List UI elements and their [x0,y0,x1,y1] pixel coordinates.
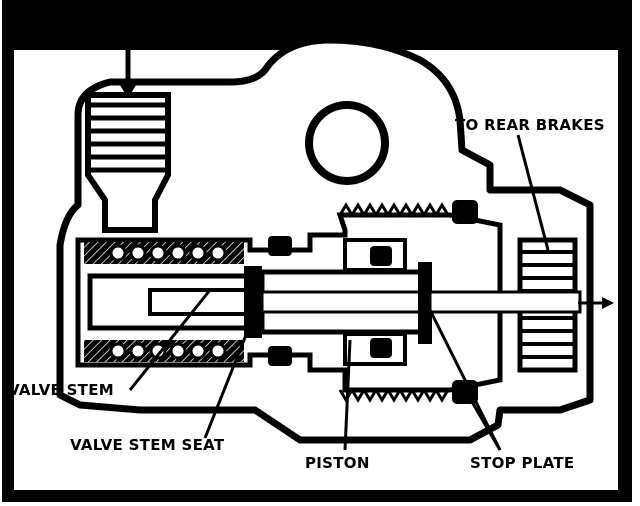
valve-stem [87,273,253,331]
body-threads [338,202,450,403]
label-outlet: TO REAR BRAKES [455,116,605,134]
outlet-fitting [428,237,582,373]
label-stop-plate: STOP PLATE [470,454,574,472]
label-inlet: FROM MASTER CYLINDER REAR OUTLET [12,26,356,44]
valve-stem-seat [244,266,262,338]
label-piston: PISTON [305,454,370,472]
leader-lines [128,134,550,451]
piston [259,238,434,366]
label-valve-stem-seat: VALVE STEM SEAT [70,436,225,454]
valve-spring [84,242,244,362]
mounting-hole [305,101,389,185]
piston-seals [268,200,478,404]
inlet-fitting [85,92,171,233]
label-valve-stem: VALVE STEM [8,381,114,399]
outlet-arrow [578,297,614,309]
inlet-arrow [118,48,138,98]
